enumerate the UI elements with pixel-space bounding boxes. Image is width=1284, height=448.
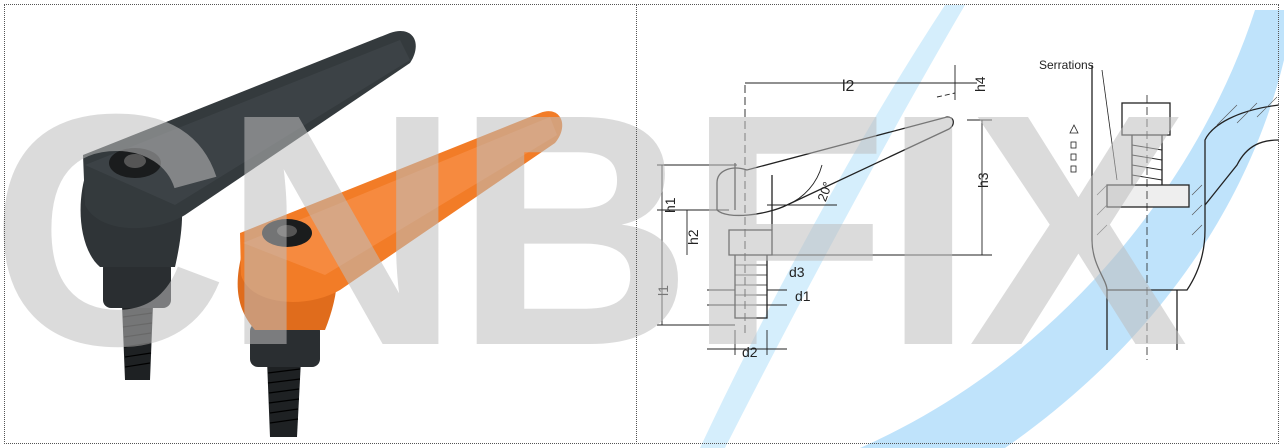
table-frame [4, 4, 1279, 444]
panel-divider [636, 4, 637, 444]
label-l1: l1 [655, 285, 671, 296]
watermark-text: CNBFIX [0, 45, 1188, 414]
black-lever-image [80, 31, 416, 380]
label-h3: h3 [975, 172, 991, 188]
label-d3: d3 [789, 264, 805, 280]
label-serrations: Serrations [1039, 58, 1094, 72]
label-h4: h4 [972, 76, 988, 92]
product-photo [80, 31, 563, 437]
label-h1: h1 [662, 197, 678, 213]
label-l2: l2 [842, 78, 855, 95]
technical-drawing: l2 h4 h3 h1 h2 l1 d3 d1 d2 20° Serration… [655, 58, 1279, 360]
label-h2: h2 [685, 229, 701, 245]
label-angle: 20° [814, 180, 835, 204]
label-d1: d1 [795, 288, 811, 304]
label-d2: d2 [742, 344, 758, 360]
orange-lever-image [237, 111, 563, 437]
